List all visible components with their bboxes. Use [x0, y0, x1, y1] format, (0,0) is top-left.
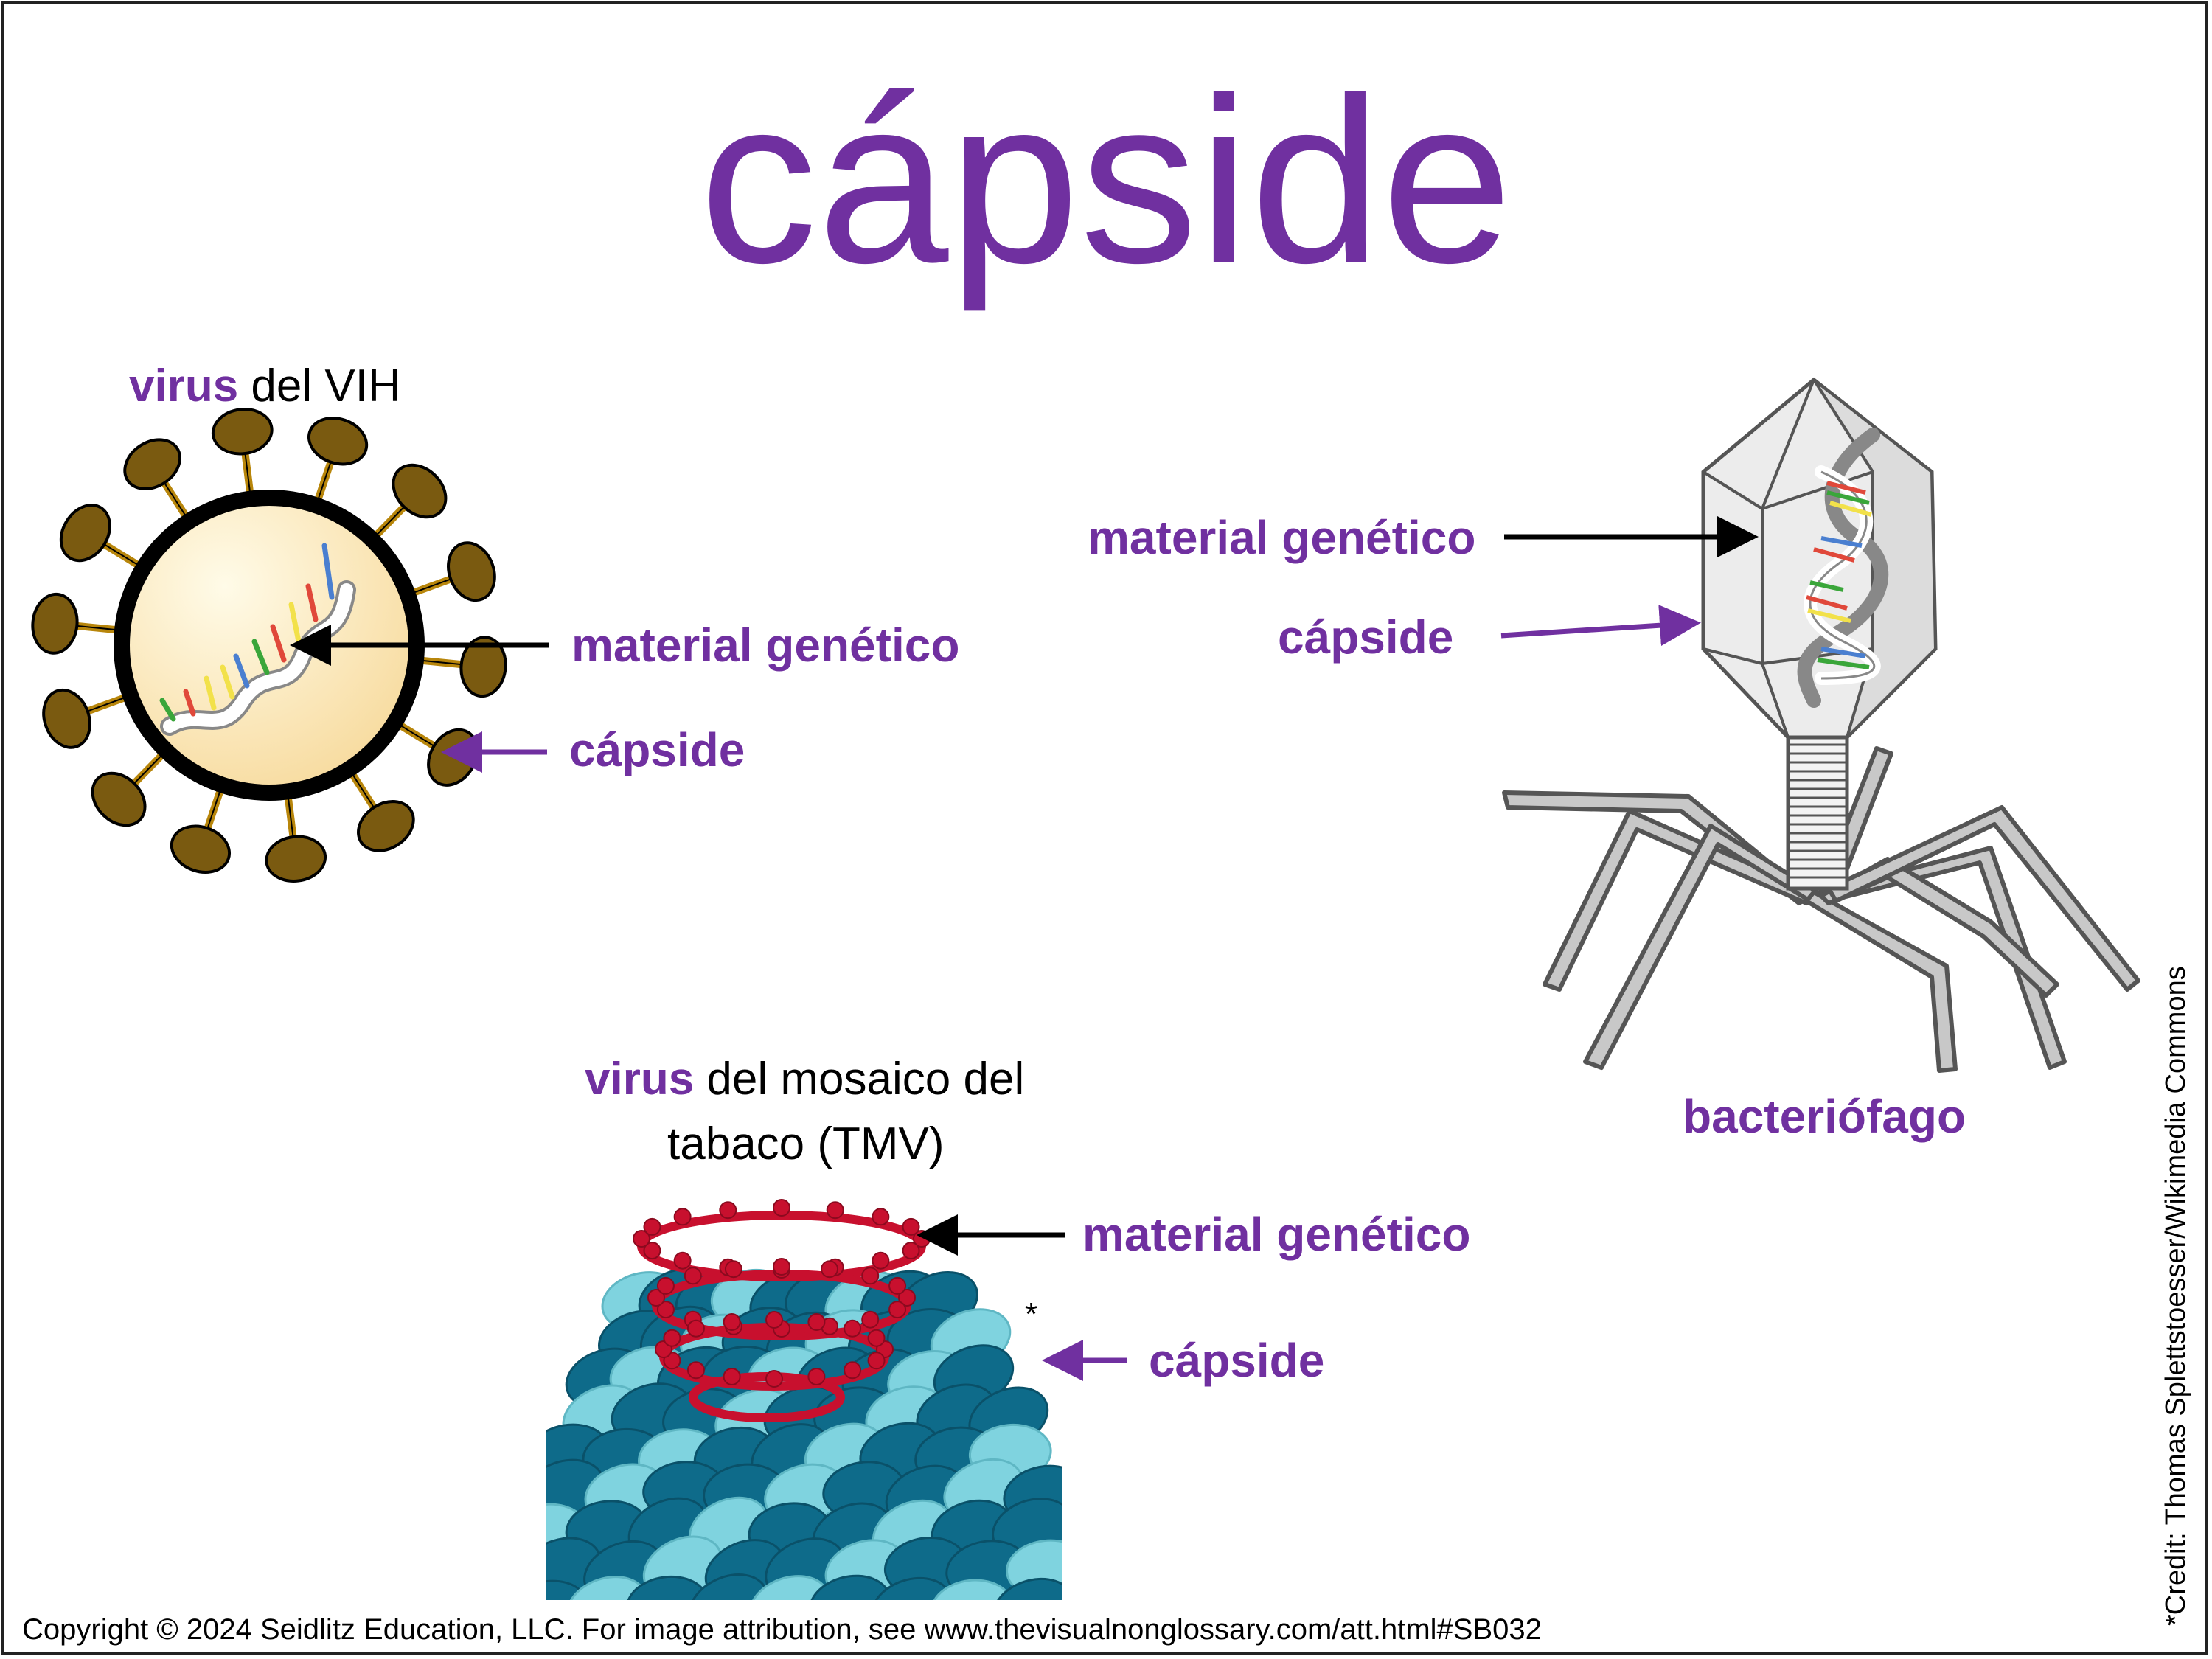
tmv-rna-nucleotide [724, 1260, 742, 1279]
tmv-genetic-label: material genético [1082, 1208, 1471, 1261]
tmv-heading-line2: tabaco (TMV) [667, 1119, 945, 1169]
tmv-rna-nucleotide [686, 1361, 705, 1380]
tmv-rna-nucleotide [773, 1199, 790, 1217]
tmv-rna-nucleotide [723, 1313, 741, 1332]
tmv-rna-nucleotide [719, 1201, 737, 1220]
tmv-rna-nucleotide [765, 1311, 783, 1329]
hiv-heading-virus: virus [129, 361, 239, 411]
tmv-rna-nucleotide [861, 1310, 880, 1329]
phage-capsid-arrow [1500, 605, 1701, 647]
tmv-protein-subunit [930, 1579, 1014, 1600]
hiv-heading: virus del VIH [129, 360, 401, 412]
tmv-rna-nucleotide [656, 1301, 675, 1319]
hiv-spike-head [357, 800, 415, 852]
tmv-rna-nucleotide [663, 1329, 681, 1347]
hiv-spike-stalk-outline [244, 453, 251, 495]
hiv-spike-stalk-outline [87, 696, 128, 712]
hiv-spike-stalk-outline [103, 543, 141, 567]
tmv-rna-nucleotide [821, 1260, 839, 1279]
tmv-rna-nucleotide [902, 1217, 920, 1236]
hiv-spike-stalk-outline [164, 482, 188, 519]
hiv-spike-stalk-outline [419, 659, 462, 666]
hiv-capsid-label: cápside [569, 723, 745, 776]
hiv-spike-head [392, 463, 448, 519]
hiv-spike-stalk-outline [316, 462, 332, 503]
phage-genetic-label: material genético [1088, 511, 1476, 564]
tmv-heading-rest: del mosaico del [694, 1054, 1025, 1105]
tmv-rna-nucleotide [844, 1361, 862, 1380]
hiv-spike-head [459, 636, 507, 698]
tmv-asterisk: * [1025, 1296, 1038, 1332]
hiv-spike-head [123, 438, 181, 490]
tmv-rna-nucleotide [656, 1276, 675, 1295]
tmv-rna-nucleotide [872, 1208, 890, 1226]
tmv-rna-nucleotide [826, 1201, 844, 1220]
image-credit: *Credit: Thomas Splettstoesser/Wikimedia… [2160, 966, 2191, 1626]
hiv-spike-head [211, 408, 274, 456]
hiv-spike-stalk-outline [77, 625, 119, 631]
hiv-spike-head [170, 824, 232, 874]
tmv-rna-nucleotide [844, 1319, 862, 1338]
hiv-spike-head [31, 592, 79, 655]
hiv-spike-head [91, 771, 147, 827]
tmv-rna-nucleotide [867, 1329, 886, 1347]
hiv-spike-stalk-outline [374, 506, 405, 538]
tmv-rna-nucleotide [673, 1208, 692, 1226]
tmv-icon [546, 1199, 1062, 1600]
tmv-rna-nucleotide [643, 1242, 661, 1260]
tmv-rna-nucleotide [902, 1242, 920, 1260]
tmv-rna-nucleotide [888, 1301, 907, 1319]
hiv-spike-stalk-outline [206, 787, 222, 829]
tmv-rna-nucleotide [633, 1230, 650, 1248]
hiv-spike-stalk-outline [287, 795, 294, 838]
tmv-heading-line1: virus del mosaico del [585, 1053, 1024, 1105]
tmv-protein-subunit [546, 1579, 588, 1600]
tmv-rna-nucleotide [684, 1267, 702, 1285]
tmv-rna-nucleotide [723, 1367, 741, 1385]
hiv-spikes [31, 408, 507, 883]
tmv-rna-nucleotide [867, 1352, 886, 1370]
hiv-genetic-label: material genético [571, 619, 960, 672]
copyright-text: Copyright © 2024 Seidlitz Education, LLC… [22, 1613, 1542, 1646]
tmv-rna-nucleotide [765, 1370, 783, 1388]
hiv-spike-head [447, 541, 496, 602]
hiv-heading-rest: del VIH [238, 361, 401, 411]
tmv-rna-nucleotide [673, 1251, 692, 1270]
tmv-rna-nucleotide [888, 1276, 907, 1295]
phage-capsid-label: cápside [1278, 611, 1454, 664]
tmv-protein-subunit [992, 1577, 1062, 1600]
hiv-spike-head [307, 417, 369, 466]
hiv-spike-stalk-outline [411, 578, 451, 594]
page-title: cápside [699, 48, 1513, 312]
tmv-rna-nucleotide [643, 1217, 661, 1236]
hiv-spike-head [59, 504, 111, 563]
tmv-rna-nucleotide [898, 1289, 916, 1307]
hiv-spike-head [265, 835, 327, 883]
hiv-spike-stalk-outline [397, 723, 435, 747]
bacteriophage-icon [1502, 377, 2140, 1073]
tmv-heading-virus: virus [585, 1054, 695, 1105]
tmv-rna-nucleotide [872, 1251, 890, 1270]
tmv-rna-nucleotide [807, 1367, 826, 1385]
tmv-rna-nucleotide [647, 1289, 665, 1307]
hiv-spike-head [42, 688, 91, 749]
hiv-spike-stalk-outline [350, 771, 375, 808]
tmv-capsid-label: cápside [1149, 1334, 1325, 1387]
tmv-rna-nucleotide [807, 1313, 826, 1332]
tmv-rna-nucleotide [686, 1319, 705, 1338]
tmv-rna-nucleotide [861, 1267, 880, 1285]
hiv-spike-stalk-outline [133, 753, 164, 785]
hiv-spike-head [427, 728, 479, 787]
phage-name-label: bacteriófago [1683, 1090, 1966, 1143]
tmv-rna-nucleotide [773, 1258, 790, 1276]
